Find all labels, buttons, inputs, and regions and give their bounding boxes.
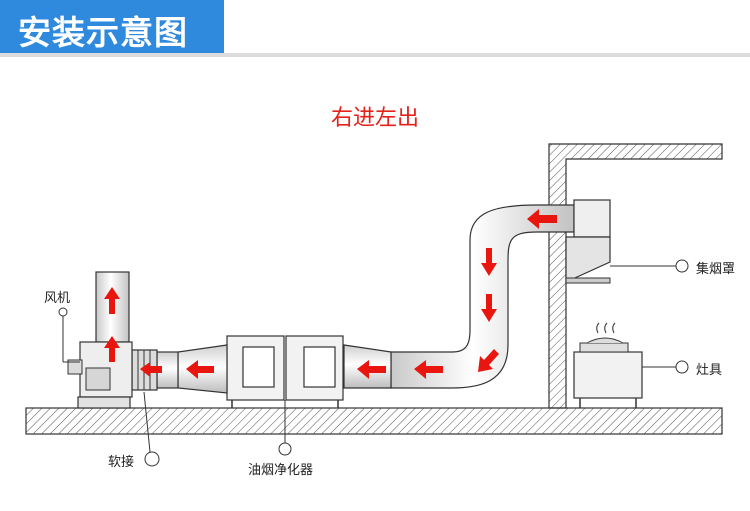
airflow-arrows — [104, 209, 557, 379]
flow-direction-caption: 右进左出 — [330, 106, 419, 131]
hood-label: 集烟罩 — [696, 262, 736, 277]
arrow-down-left-icon — [478, 349, 499, 372]
smoke-hood — [565, 199, 611, 284]
soft-joint-label: 软接 — [108, 455, 135, 470]
callout-lines — [58, 259, 689, 467]
title-banner: 安装示意图 — [0, 0, 224, 53]
page-title: 安装示意图 — [18, 13, 188, 52]
arrow-left-icon — [357, 360, 386, 379]
arrow-left-icon — [527, 209, 557, 229]
purifier-label: 油烟净化器 — [248, 463, 314, 478]
arrow-up-icon — [104, 336, 120, 362]
stove — [573, 322, 643, 408]
arrow-left-icon — [186, 360, 214, 379]
arrow-left-icon — [414, 360, 443, 379]
arrow-down-icon — [481, 248, 497, 276]
arrow-down-icon — [481, 294, 497, 322]
fan-label: 风机 — [44, 291, 71, 306]
oil-fume-purifier — [226, 335, 344, 408]
stove-label: 灶具 — [696, 363, 723, 378]
floor-slab — [25, 407, 723, 435]
arrow-left-icon — [140, 362, 162, 377]
building-wall — [548, 143, 723, 409]
fan-unit — [67, 271, 133, 409]
header-divider — [0, 53, 750, 57]
exhaust-duct — [343, 204, 575, 389]
arrow-up-icon — [104, 287, 120, 314]
